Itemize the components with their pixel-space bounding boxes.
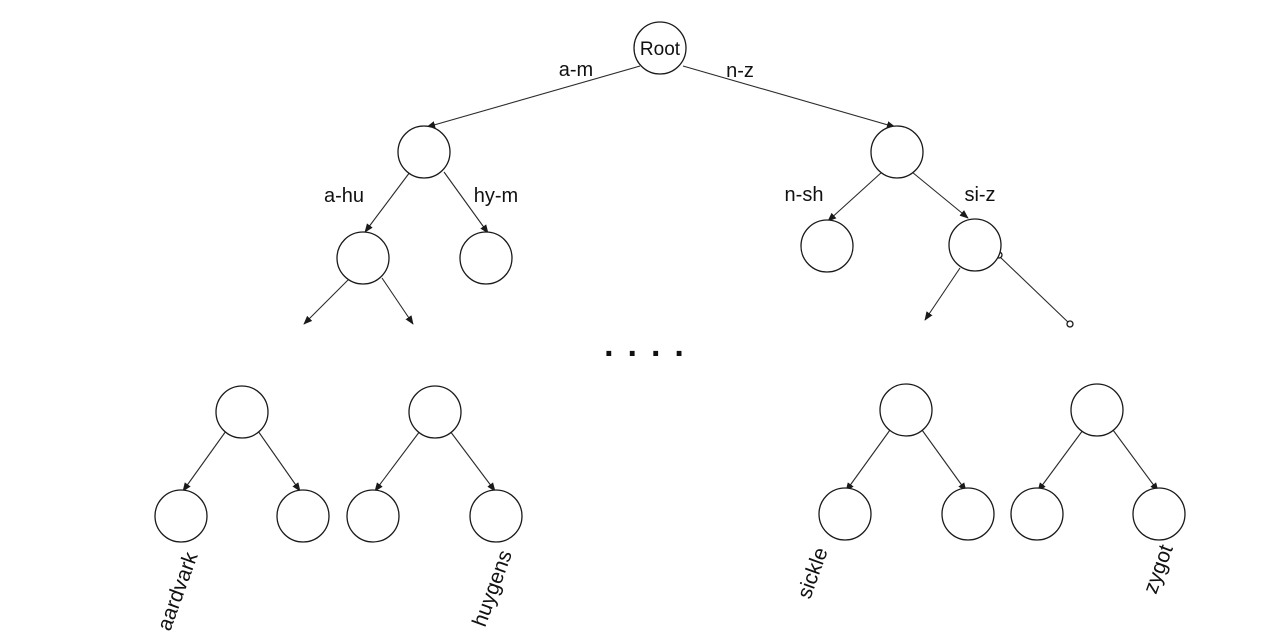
- leaf-label-aardvark: aardvark: [153, 549, 203, 634]
- node-bottom-parent-4: [1070, 383, 1124, 437]
- edge-label-n-sh: n-sh: [785, 184, 824, 206]
- leaf-label-huygens: huygens: [468, 547, 517, 629]
- node-hy-m: [459, 231, 513, 285]
- edge-b1-right: [257, 430, 301, 492]
- node-root: [633, 21, 687, 75]
- root-label: Root: [640, 39, 681, 60]
- node-a-m: [397, 125, 451, 179]
- edge-label-a-hu: a-hu: [324, 185, 364, 207]
- node-n-sh: [800, 219, 854, 273]
- edge-b1-left: [182, 430, 227, 492]
- node-leaf-huygens: [469, 489, 523, 543]
- edge-label-si-z: si-z: [964, 184, 995, 206]
- edge-label-hy-m: hy-m: [474, 185, 518, 207]
- edge-b3-left: [845, 429, 891, 492]
- edge-left-to-ahu: [364, 171, 411, 233]
- node-leaf-aardvark: [154, 489, 208, 543]
- node-leaf-sickle: [818, 487, 872, 541]
- edge-root-right: [682, 65, 896, 129]
- ellipsis: ....: [604, 326, 698, 364]
- edge-left-to-hym: [443, 171, 489, 234]
- edge-b4-left: [1037, 429, 1084, 492]
- node-si-z: [948, 218, 1002, 272]
- node-leaf-2: [276, 489, 330, 543]
- edge-label-a-m: a-m: [559, 59, 593, 81]
- node-leaf-7: [1010, 487, 1064, 541]
- node-leaf-6: [941, 487, 995, 541]
- node-leaf-3: [346, 489, 400, 543]
- edge-b3-right: [921, 429, 967, 492]
- node-bottom-parent-2: [408, 385, 462, 439]
- node-leaf-zygot: [1132, 487, 1186, 541]
- edge-b2-left: [374, 430, 421, 492]
- edge-label-n-z: n-z: [726, 60, 754, 82]
- edge-b4-right: [1112, 429, 1159, 492]
- edge-root-left: [426, 65, 641, 129]
- leaf-label-zygot: zygot: [1139, 542, 1178, 597]
- connector-dot-bottom: [1066, 320, 1074, 328]
- edge-ahu-down-left: [303, 277, 351, 325]
- node-bottom-parent-3: [879, 383, 933, 437]
- node-n-z: [870, 125, 924, 179]
- edge-b2-right: [449, 430, 496, 492]
- leaf-label-sickle: sickle: [793, 544, 833, 601]
- edge-right-to-siz: [911, 171, 969, 219]
- edge-siz-down-right: [998, 255, 1071, 325]
- edge-ahu-down-right: [381, 277, 414, 325]
- node-bottom-parent-1: [215, 385, 269, 439]
- edge-right-to-nsh: [827, 171, 883, 222]
- edge-siz-down-left: [924, 267, 961, 321]
- node-a-hu: [336, 231, 390, 285]
